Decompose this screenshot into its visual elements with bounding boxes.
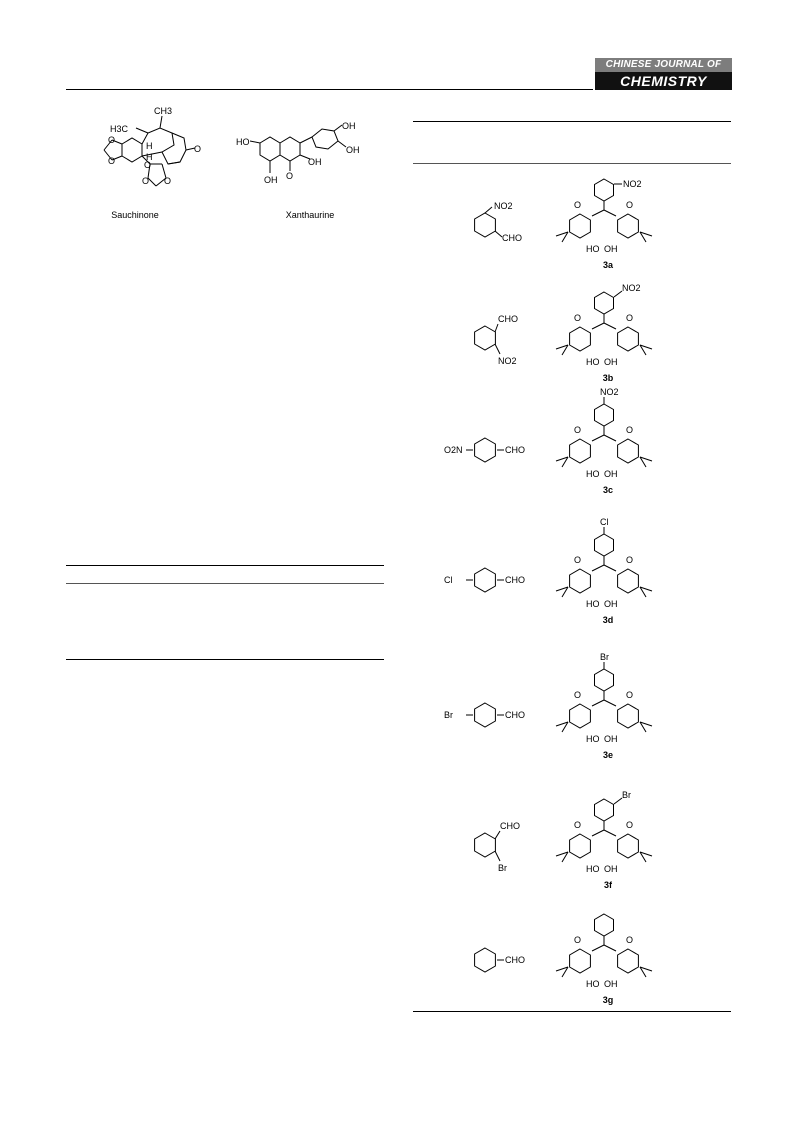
product-hydroxy: OH xyxy=(604,599,618,609)
product-oxo: O xyxy=(574,820,581,830)
product-label: 3a xyxy=(602,260,613,270)
compound-name-xanthaurine: Xanthaurine xyxy=(285,210,335,220)
reactant-group: CHO xyxy=(505,575,525,585)
product-hydroxy: OH xyxy=(604,734,618,744)
product-substituent: NO2 xyxy=(600,387,619,397)
svg-text:OH: OH xyxy=(264,175,278,185)
svg-text:H: H xyxy=(146,141,153,151)
product-hydroxy: OH xyxy=(604,244,618,254)
product-label: 3f xyxy=(603,880,612,890)
svg-text:OH: OH xyxy=(308,157,322,167)
product-hydroxy: HO xyxy=(586,979,600,989)
svg-text:OH: OH xyxy=(346,145,360,155)
journal-logo: CHINESE JOURNAL OF CHEMISTRY xyxy=(595,58,732,90)
svg-text:O: O xyxy=(164,176,171,186)
reactant-group: Br xyxy=(498,863,507,873)
product-oxo: O xyxy=(626,935,633,945)
journal-logo-line1: CHINESE JOURNAL OF xyxy=(595,58,732,72)
svg-text:O: O xyxy=(144,160,151,170)
reactant-structure-3d: Cl CHO xyxy=(444,567,525,593)
reactant-group: CHO xyxy=(498,314,518,324)
product-label: 3e xyxy=(602,750,613,760)
product-structure-3d: ClO O HO OH xyxy=(555,517,653,609)
product-hydroxy: OH xyxy=(604,979,618,989)
product-label: 3c xyxy=(602,485,613,495)
reactant-group: NO2 xyxy=(494,201,513,211)
product-structure-3e: BrO O HO OH xyxy=(555,652,653,744)
reactant-structure-3b: CHO NO2 xyxy=(474,314,518,366)
svg-text:O: O xyxy=(142,176,149,186)
svg-text:O: O xyxy=(108,156,115,166)
product-hydroxy: OH xyxy=(604,357,618,367)
header-rule xyxy=(66,89,593,90)
left-table-mid-rule xyxy=(66,583,384,584)
reactant-group: CHO xyxy=(502,233,522,243)
product-hydroxy: HO xyxy=(586,469,600,479)
product-substituent: Br xyxy=(600,652,609,662)
product-structure-3f: BrO O HO OH xyxy=(555,790,653,874)
product-oxo: O xyxy=(626,820,633,830)
product-substituent: Cl xyxy=(600,517,609,527)
product-oxo: O xyxy=(574,935,581,945)
product-oxo: O xyxy=(574,425,581,435)
left-table-bottom-rule xyxy=(66,659,384,660)
reactant-structure-3c: O2N CHO xyxy=(444,437,525,463)
reactant-structure-3f: CHO Br xyxy=(474,821,520,873)
right-table-bottom-rule xyxy=(413,1011,731,1012)
svg-text:CH3: CH3 xyxy=(154,106,172,116)
product-hydroxy: HO xyxy=(586,244,600,254)
reactant-group: CHO xyxy=(505,710,525,720)
xanthaurine-structure: O OH OH OH HO OH xyxy=(236,121,360,185)
product-oxo: O xyxy=(626,555,633,565)
product-label: 3d xyxy=(602,615,614,625)
product-substituent: Br xyxy=(622,790,631,800)
reactant-structure-3g: CHO xyxy=(474,947,525,973)
reactant-group: CHO xyxy=(505,955,525,965)
svg-text:H: H xyxy=(146,152,153,162)
left-table-top-rule xyxy=(66,565,384,566)
product-structure-3g: O O HO OH xyxy=(555,913,653,989)
product-hydroxy: OH xyxy=(604,469,618,479)
svg-text:H3C: H3C xyxy=(110,124,129,134)
right-table-top-rule xyxy=(413,121,731,122)
product-oxo: O xyxy=(626,425,633,435)
product-label: 3g xyxy=(602,995,614,1005)
svg-text:O: O xyxy=(194,144,201,154)
product-hydroxy: HO xyxy=(586,864,600,874)
product-substituent: NO2 xyxy=(622,283,641,293)
product-hydroxy: OH xyxy=(604,864,618,874)
reactant-group: NO2 xyxy=(498,356,517,366)
product-oxo: O xyxy=(574,200,581,210)
svg-text:O: O xyxy=(286,171,293,181)
product-oxo: O xyxy=(626,313,633,323)
product-oxo: O xyxy=(574,313,581,323)
reactant-group: O2N xyxy=(444,445,463,455)
compound-name-sauchinone: Sauchinone xyxy=(111,210,159,220)
svg-text:O: O xyxy=(108,135,115,145)
svg-text:OH: OH xyxy=(342,121,356,131)
product-hydroxy: HO xyxy=(586,357,600,367)
journal-logo-line2: CHEMISTRY xyxy=(595,72,732,90)
product-hydroxy: HO xyxy=(586,599,600,609)
product-oxo: O xyxy=(626,690,633,700)
product-oxo: O xyxy=(626,200,633,210)
reactant-group: CHO xyxy=(505,445,525,455)
product-substituent: NO2 xyxy=(623,179,642,189)
product-label: 3b xyxy=(602,373,614,383)
reactant-group: Cl xyxy=(444,575,453,585)
svg-text:HO: HO xyxy=(236,137,250,147)
product-oxo: O xyxy=(574,555,581,565)
product-hydroxy: HO xyxy=(586,734,600,744)
reactant-group: CHO xyxy=(500,821,520,831)
right-table-mid-rule xyxy=(413,163,731,164)
product-oxo: O xyxy=(574,690,581,700)
reactant-structure-3e: Br CHO xyxy=(444,702,525,728)
reactant-group: Br xyxy=(444,710,453,720)
